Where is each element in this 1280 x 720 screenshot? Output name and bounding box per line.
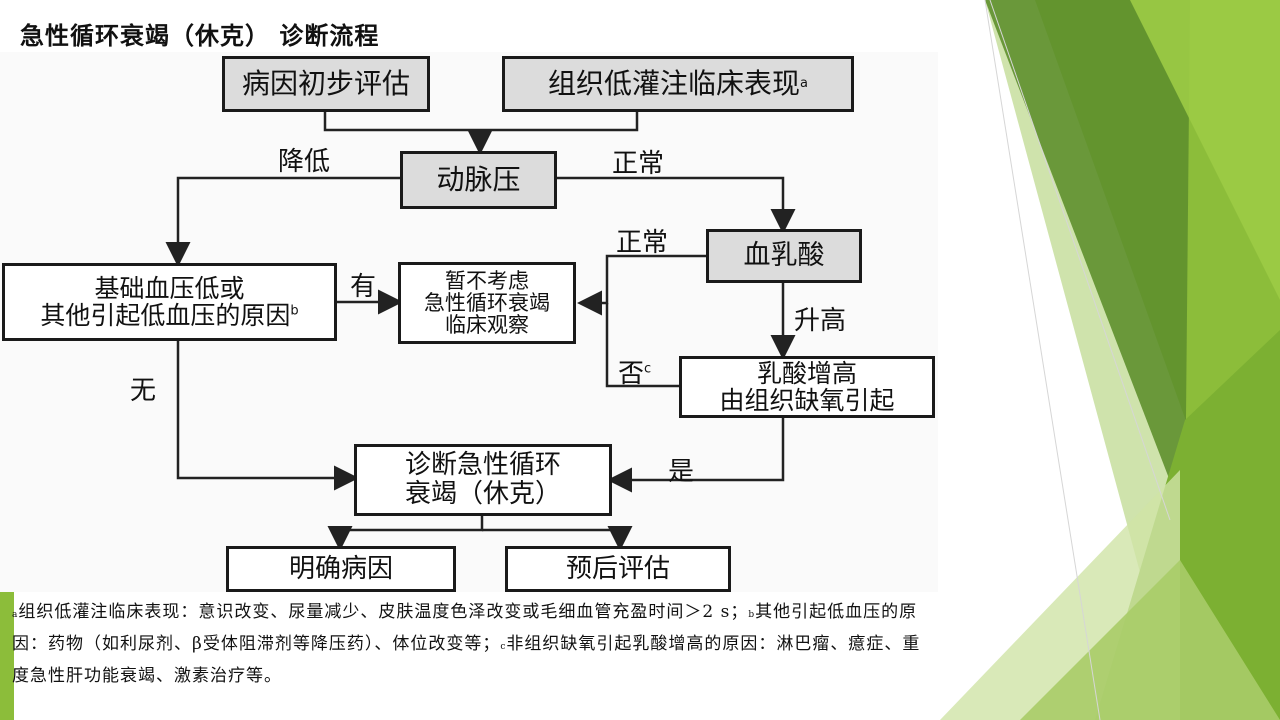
node-lactate: 血乳酸	[706, 229, 862, 283]
footnote-c: 非组织缺氧引起乳酸增高的原因：淋巴瘤、癔症、重度急性肝功能衰竭、激素治疗等。	[12, 634, 921, 686]
node-low-blood-pressure: 基础血压低或 其他引起低血压的原因b	[2, 263, 337, 341]
edge-label-normal-lactate: 正常	[616, 228, 669, 258]
node-observe-line3: 临床观察	[445, 313, 529, 338]
node-hypoperfusion-label: 组织低灌注临床表现	[548, 66, 801, 100]
footnote-mark-b: b	[290, 303, 299, 319]
footnote-mark-a: a	[800, 75, 808, 91]
footnote-a-mark: a	[12, 610, 19, 620]
node-hypoxia-line2: 由组织缺氧引起	[719, 386, 895, 415]
edge-label-elevated: 升高	[794, 306, 847, 336]
node-etiology-label: 病因初步评估	[241, 66, 410, 100]
node-diagnosis-line1: 诊断急性循环	[404, 450, 561, 481]
node-arterial-pressure: 动脉压	[400, 151, 557, 209]
edge-label-normal-top: 正常	[612, 149, 665, 179]
node-prognosis-label: 预后评估	[565, 553, 670, 584]
node-observe-line2: 急性循环衰竭	[424, 290, 550, 315]
footnote-a: 组织低灌注临床表现：意识改变、尿量减少、皮肤温度色泽改变或毛细血管充盈时间＞2 …	[18, 602, 749, 622]
footnote-c-mark: c	[500, 642, 507, 652]
edge-label-decreased: 降低	[278, 147, 331, 177]
edge-label-none: 无	[130, 376, 157, 406]
node-observe-line1: 暂不考虑	[445, 268, 529, 293]
footnote-b: 其他引起低血压的原因：药物（如利尿剂、β受体阻滞剂等降压药）、体位改变等；	[12, 602, 918, 654]
node-tissue-hypoxia: 乳酸增高 由组织缺氧引起	[679, 356, 935, 418]
node-observe: 暂不考虑 急性循环衰竭 临床观察	[398, 262, 576, 344]
footnote-mark-c: c	[644, 361, 652, 377]
node-arterial-pressure-label: 动脉压	[436, 162, 521, 196]
node-identify-cause: 明确病因	[226, 546, 456, 592]
footnote-text: a组织低灌注临床表现：意识改变、尿量减少、皮肤温度色泽改变或毛细血管充盈时间＞2…	[12, 598, 932, 691]
node-hypoxia-line1: 乳酸增高	[756, 358, 857, 388]
edge-label-no-text: 否	[618, 359, 645, 389]
edge-label-no: 否c	[618, 353, 651, 390]
node-prognosis: 预后评估	[505, 546, 731, 592]
node-diagnosis: 诊断急性循环 衰竭（休克）	[354, 444, 612, 516]
edge-label-have: 有	[350, 272, 377, 302]
node-low-bp-line1: 基础血压低或	[94, 273, 245, 303]
node-diagnosis-line2: 衰竭（休克）	[404, 479, 561, 509]
node-cause-label: 明确病因	[288, 553, 393, 584]
edge-label-yes: 是	[668, 457, 695, 487]
node-etiology-assessment: 病因初步评估	[222, 56, 430, 112]
node-lactate-label: 血乳酸	[743, 240, 825, 272]
footnote-b-mark: b	[748, 610, 756, 620]
slide-title: 急性循环衰竭（休克） 诊断流程	[20, 22, 380, 50]
node-low-bp-line2: 其他引起低血压的原因	[40, 301, 291, 330]
